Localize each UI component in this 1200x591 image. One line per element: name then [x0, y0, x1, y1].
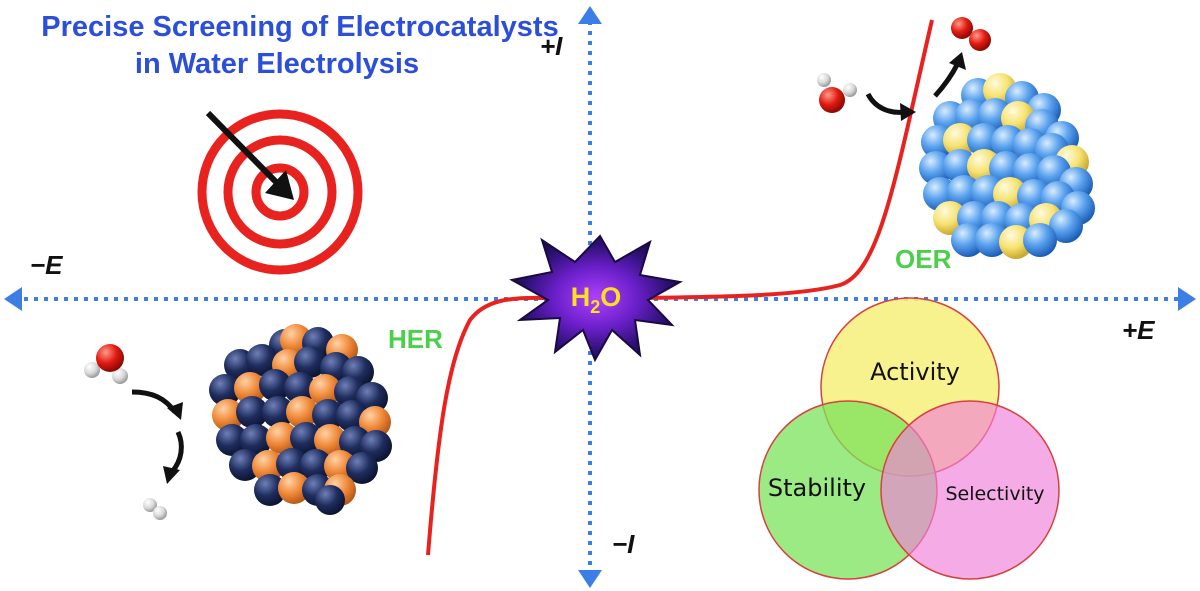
atom [262, 396, 294, 428]
her-arrows [131, 389, 184, 484]
atom [286, 396, 318, 428]
atom [246, 344, 278, 376]
water-burst-icon: H2O [509, 234, 683, 363]
title-line-1: Precise Screening of Electrocatalysts [41, 11, 558, 43]
venn-stability-label: Stability [768, 474, 866, 502]
atom [209, 374, 241, 406]
oer-water-molecule-icon [817, 73, 857, 113]
atom [943, 123, 977, 157]
atom [254, 474, 286, 506]
atom [346, 452, 378, 484]
atom [312, 399, 344, 431]
hydrogen-molecule-icon [143, 498, 167, 520]
atom [1049, 209, 1083, 243]
current-axis-arrow-down [578, 570, 602, 588]
axis-label-minus-i: −I [612, 529, 635, 559]
current-axis-arrow-up [578, 6, 602, 24]
atom [315, 485, 345, 515]
potential-axis-arrow-right [1178, 287, 1196, 311]
atom [309, 374, 341, 406]
atom [947, 175, 981, 209]
axis-label-plus-e: +E [1122, 315, 1155, 345]
atom [252, 450, 284, 482]
atom [278, 472, 310, 504]
her-curve [426, 295, 640, 556]
her-catalyst-cluster-icon [209, 324, 392, 515]
oxygen-molecule-icon [951, 17, 991, 51]
atom [359, 406, 391, 438]
title-line-2: in Water Electrolysis [135, 48, 419, 80]
atom [943, 149, 977, 183]
axis-label-plus-i: +I [540, 31, 563, 61]
axis-label-minus-e: −E [30, 250, 63, 280]
atom [284, 372, 316, 404]
atom [276, 448, 308, 480]
atom [234, 372, 266, 404]
venn-diagram: Activity Stability Selectivity [758, 297, 1060, 580]
venn-activity-label: Activity [870, 358, 960, 386]
title: Precise Screening of Electrocatalysts in… [41, 11, 558, 80]
atom [236, 396, 268, 428]
her-label: HER [388, 324, 443, 354]
venn-selectivity-circle [880, 400, 1060, 580]
atom [314, 424, 346, 456]
potential-axis-arrow-left [4, 287, 22, 311]
atom [216, 424, 248, 456]
oer-arrows [865, 52, 966, 121]
atom [212, 399, 244, 431]
atom [1023, 223, 1057, 257]
atom [229, 449, 261, 481]
atom [240, 424, 272, 456]
h2o-label: H2O [571, 282, 622, 317]
atom [300, 449, 332, 481]
atom [266, 422, 298, 454]
polarization-curve [426, 19, 934, 556]
oer-catalyst-cluster-icon [919, 73, 1095, 259]
oer-curve [639, 19, 934, 300]
atom [951, 223, 985, 257]
atom [290, 422, 322, 454]
atom [259, 369, 291, 401]
oer-label: OER [895, 244, 952, 274]
her-water-molecule-icon [84, 344, 128, 384]
target-icon [197, 109, 363, 275]
atom [294, 346, 326, 378]
axes [4, 6, 1196, 588]
venn-selectivity-label: Selectivity [945, 483, 1044, 505]
